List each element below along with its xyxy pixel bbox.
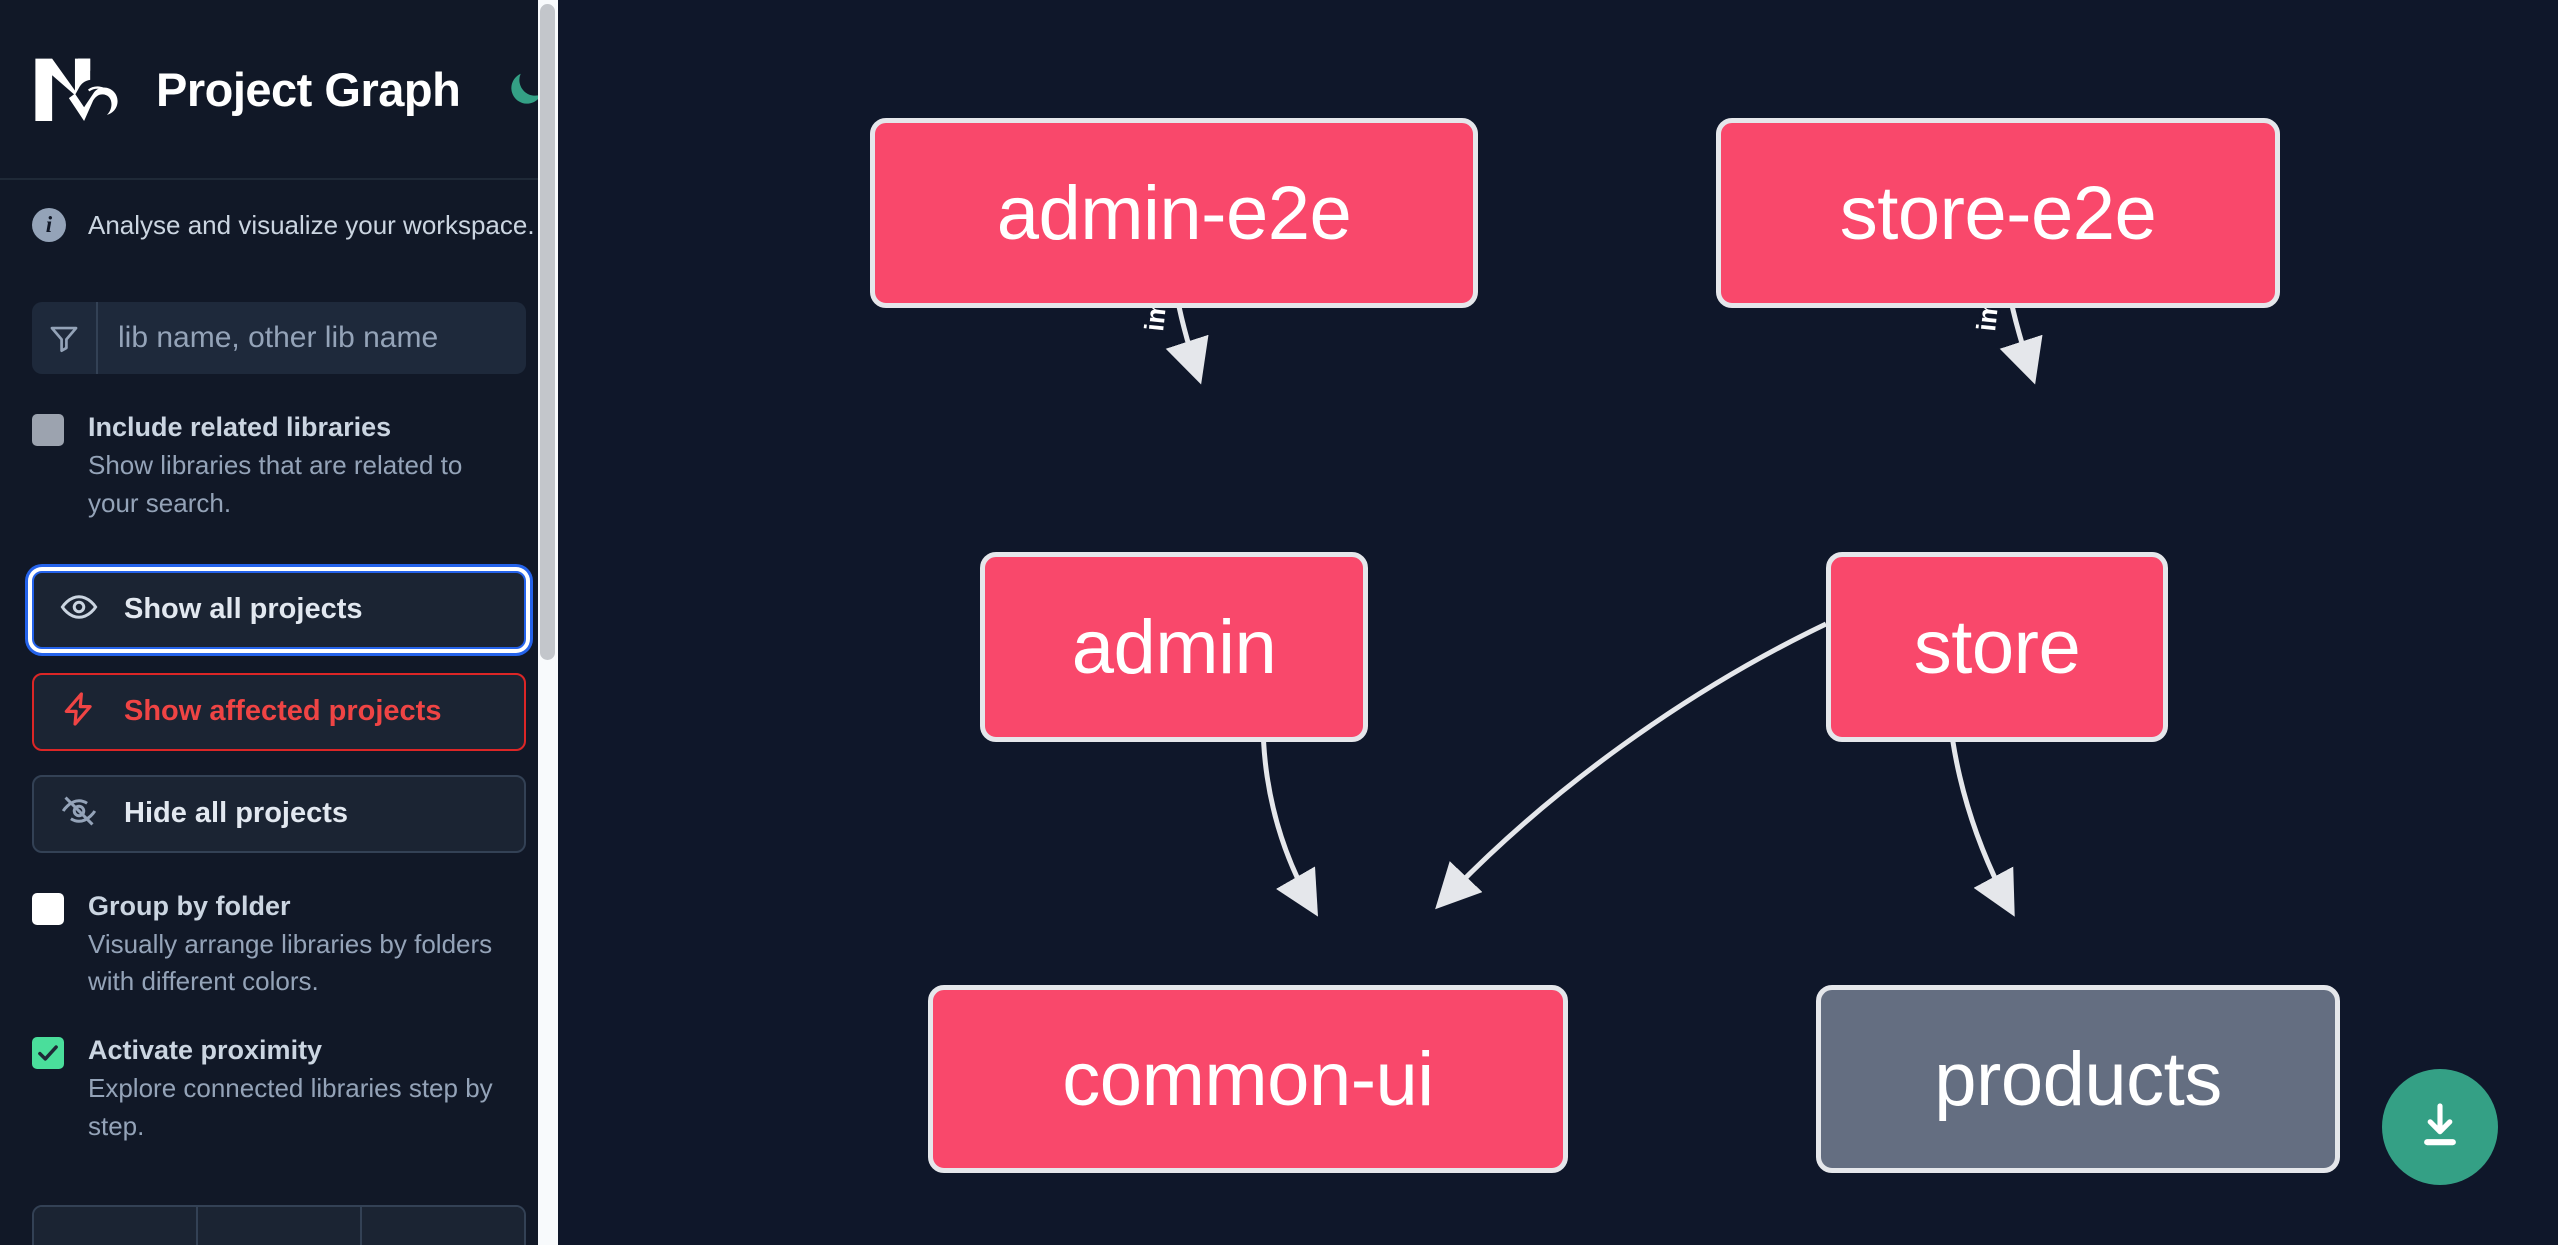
graph-canvas[interactable]: implicit implicit admin-e2e store-e2e ad… [558, 0, 2558, 1245]
projects-button-group: Show all projects Show affected projects [32, 570, 526, 853]
sidebar-scrollbar-thumb[interactable] [540, 4, 555, 660]
segmented-control[interactable] [32, 1205, 526, 1245]
button-label: Show all projects [124, 593, 363, 626]
node-label: products [1934, 1036, 2222, 1122]
edge-store-common-ui [1435, 621, 1828, 910]
node-label: common-ui [1062, 1036, 1434, 1122]
option-label: Include related libraries [88, 412, 392, 442]
graph-node-products[interactable]: products [1816, 985, 2340, 1173]
show-affected-projects-button[interactable]: Show affected projects [32, 672, 526, 751]
info-icon: i [32, 208, 66, 242]
page-title: Project Graph [156, 62, 461, 116]
segment-3[interactable] [362, 1207, 524, 1245]
option-description: Explore connected libraries step by step… [88, 1073, 493, 1141]
download-image-button[interactable] [2382, 1069, 2498, 1185]
include-related-libraries-checkbox[interactable] [32, 414, 64, 446]
nx-logo [32, 54, 124, 124]
sidebar-header: Project Graph [0, 0, 558, 180]
segment-2[interactable] [198, 1207, 362, 1245]
download-icon [2424, 1103, 2456, 1146]
option-include-related-libraries[interactable]: Include related libraries Show libraries… [32, 408, 526, 523]
graph-node-admin-e2e[interactable]: admin-e2e [870, 118, 1478, 308]
graph-node-store[interactable]: store [1826, 552, 2168, 742]
lightning-icon [60, 690, 98, 733]
node-label: store [1913, 604, 2081, 690]
activate-proximity-checkbox[interactable] [32, 1037, 64, 1070]
graph-node-common-ui[interactable]: common-ui [928, 985, 1568, 1173]
option-group-by-folder[interactable]: Group by folder Visually arrange librari… [32, 887, 526, 1002]
option-activate-proximity[interactable]: Activate proximity Explore connected lib… [32, 1031, 526, 1146]
eye-icon [60, 588, 98, 631]
node-label: store-e2e [1839, 170, 2157, 256]
sidebar-body: i Analyse and visualize your workspace. … [0, 180, 558, 1146]
search-field[interactable] [32, 302, 526, 374]
graph-node-admin[interactable]: admin [980, 552, 1368, 742]
show-all-projects-button[interactable]: Show all projects [32, 570, 526, 649]
segment-1[interactable] [34, 1207, 198, 1245]
option-label: Activate proximity [88, 1035, 323, 1066]
sidebar: Project Graph i Analyse and visualize yo… [0, 0, 558, 1245]
hide-all-projects-button[interactable]: Hide all projects [32, 774, 526, 853]
search-input[interactable] [98, 302, 526, 374]
group-by-folder-checkbox[interactable] [32, 892, 64, 925]
node-label: admin-e2e [996, 170, 1352, 256]
sidebar-scrollbar-track[interactable] [538, 0, 558, 1245]
option-description: Visually arrange libraries by folders wi… [88, 928, 493, 997]
button-label: Show affected projects [124, 695, 442, 728]
moon-icon[interactable] [504, 65, 548, 113]
about-row: i Analyse and visualize your workspace. [32, 180, 535, 252]
graph-node-store-e2e[interactable]: store-e2e [1716, 118, 2280, 308]
option-label: Group by folder [88, 890, 291, 921]
about-text: Analyse and visualize your workspace. [88, 209, 535, 240]
option-description: Show libraries that are related to your … [88, 450, 463, 518]
button-label: Hide all projects [124, 797, 349, 830]
eye-off-icon [60, 792, 98, 835]
node-label: admin [1071, 604, 1277, 690]
filter-icon [32, 302, 98, 374]
